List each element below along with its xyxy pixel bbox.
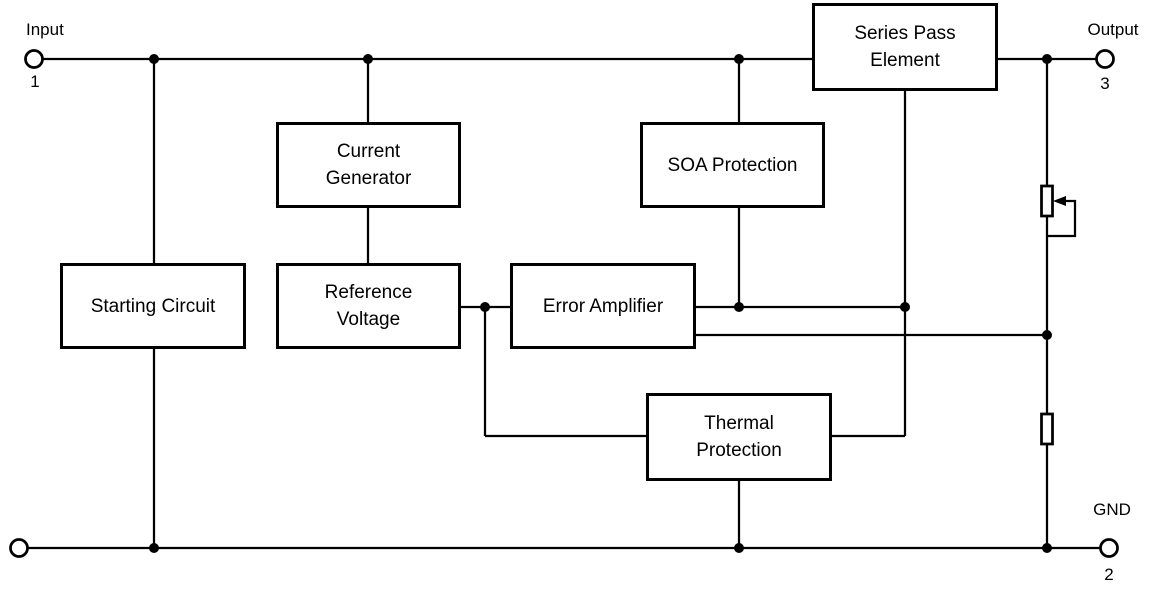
block-reference-voltage: Reference Voltage (276, 263, 461, 349)
block-label: Reference Voltage (324, 282, 413, 330)
resistor-symbols (1040, 184, 1054, 446)
output-terminal-label: Output (1087, 20, 1139, 39)
pot-wiper-arrow-icon (1053, 196, 1066, 206)
divider-resistor-icon (1040, 412, 1054, 446)
block-soa-protection: SOA Protection (640, 122, 825, 208)
junction-dot (480, 302, 490, 312)
output-pin-number: 3 (1100, 74, 1110, 93)
junction-dot (149, 543, 159, 553)
block-thermal-protection: Thermal Protection (646, 393, 832, 481)
block-label: SOA Protection (667, 154, 798, 176)
block-label: Current Generator (325, 141, 412, 189)
junction-dot (1042, 330, 1052, 340)
bottom-left-terminal-icon (9, 538, 29, 558)
junction-dot (1042, 543, 1052, 553)
block-series-pass-element: Series Pass Element (812, 3, 998, 91)
terminal-circles (9, 49, 1119, 558)
junction-dot (1042, 54, 1052, 64)
block-label: Error Amplifier (542, 295, 664, 317)
junction-dot (149, 54, 159, 64)
junction-dot (363, 54, 373, 64)
block-starting-circuit: Starting Circuit (60, 263, 246, 349)
junction-dot (900, 302, 910, 312)
input-terminal-label: Input (26, 20, 64, 39)
gnd-terminal-icon (1099, 538, 1119, 558)
block-label: Thermal Protection (696, 413, 782, 461)
block-label: Starting Circuit (90, 295, 216, 317)
block-label: Series Pass Element (854, 23, 956, 71)
block-error-amplifier: Error Amplifier (510, 263, 696, 349)
junction-dots (149, 54, 1052, 553)
junction-dot (734, 543, 744, 553)
wire-pot-wiper-return (1048, 199, 1077, 238)
potentiometer-body-icon (1040, 184, 1054, 218)
wires (27, 57, 1101, 550)
gnd-terminal-label: GND (1093, 500, 1131, 519)
junction-dot (734, 54, 744, 64)
output-terminal-icon (1095, 49, 1115, 69)
input-pin-number: 1 (30, 72, 40, 91)
junction-dot (734, 302, 744, 312)
gnd-pin-number: 2 (1104, 565, 1114, 584)
input-terminal-icon (24, 49, 44, 69)
block-current-generator: Current Generator (276, 122, 461, 208)
